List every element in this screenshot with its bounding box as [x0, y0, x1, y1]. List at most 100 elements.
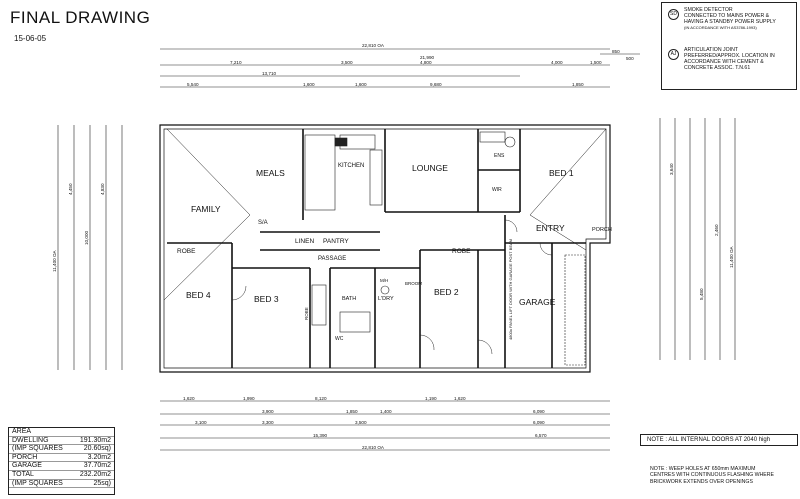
dim-bottom-row1: 1,620 — [454, 396, 466, 401]
dim-left-b: 4,830 — [100, 183, 105, 195]
legend-smoke-line: HAVING A STANDBY POWER SUPPLY — [684, 19, 776, 25]
area-row: PORCH 3.20m2 — [9, 453, 114, 462]
dim-top-right: 500 — [626, 56, 634, 61]
dim-bottom-row3: 6,090 — [533, 420, 545, 425]
dim-top-row1: 4,800 — [420, 60, 432, 65]
dim-bottom-mid: 15,390 — [313, 433, 327, 438]
area-label: DWELLING — [12, 436, 49, 444]
dim-bottom-row1: 8,120 — [315, 396, 327, 401]
area-label: (IMP SQUARES — [12, 445, 63, 453]
room-broom: BROOM — [405, 281, 422, 286]
dim-right-c: 2,460 — [714, 224, 719, 236]
internal-doors-note: NOTE : ALL INTERNAL DOORS AT 2040 high — [640, 434, 798, 446]
room-bed3: BED 3 — [254, 294, 279, 304]
dim-right-b: 5,480 — [699, 288, 704, 300]
room-pantry: PANTRY — [323, 238, 349, 245]
dim-top-row2: 1,850 — [572, 82, 584, 87]
room-meals: MEALS — [256, 168, 285, 178]
legend-joint-line: CONCRETE ASSOC. T.N.61 — [684, 65, 751, 71]
dim-left-a: 4,450 — [68, 183, 73, 195]
dim-bottom-row2: 3,900 — [262, 409, 274, 414]
area-row: DWELLING 191.30m2 — [9, 436, 114, 445]
area-label: PORCH — [12, 453, 38, 461]
dim-bottom-row3: 3,500 — [355, 420, 367, 425]
area-value: 3.20m2 — [87, 453, 111, 461]
dim-top-mid: 13,710 — [262, 71, 276, 76]
drawing-date: 15-06-05 — [14, 34, 47, 43]
room-passage: PASSAGE — [318, 256, 346, 262]
legend-joint-line: ARTICULATION JOINT — [684, 47, 738, 53]
room-kitchen: KITCHEN — [338, 163, 364, 169]
area-row: (IMP SQUARES 20.60sq) — [9, 445, 114, 454]
dim-bottom-row1: 1,190 — [425, 396, 437, 401]
area-row: TOTAL 232.20m2 — [9, 470, 114, 480]
dim-top-row1: 3,500 — [341, 60, 353, 65]
weep-line: CENTRES WITH CONTINUOUS FLASHING WHERE — [650, 472, 774, 479]
room-entry: ENTRY — [536, 223, 565, 233]
area-value — [72, 428, 114, 436]
legend-smoke: SMOKE DETECTOR CONNECTED TO MAINS POWER … — [684, 7, 794, 31]
dim-top-row2: 9,680 — [430, 82, 442, 87]
dim-bottom-row3: 3,300 — [262, 420, 274, 425]
legend-smoke-line: SMOKE DETECTOR — [684, 7, 733, 13]
area-value: 20.60sq) — [83, 445, 111, 453]
dim-top-row2: 5,540 — [187, 82, 199, 87]
legend-smoke-line: CONNECTED TO MAINS POWER & — [684, 13, 770, 19]
dim-top-row2: 1,600 — [355, 82, 367, 87]
room-lounge: LOUNGE — [412, 163, 448, 173]
area-schedule: AREA DWELLING 191.30m2 (IMP SQUARES 20.60s… — [8, 427, 115, 495]
dim-left-overall: 11,400 OA — [52, 249, 57, 272]
dim-right-a: 3,640 — [669, 163, 674, 175]
room-robe-right: ROBE — [452, 248, 471, 255]
room-mh: M/H — [380, 278, 388, 283]
dim-right-overall: 11,400 OA — [729, 245, 734, 268]
dim-bottom-overall: 22,810 OA — [362, 445, 385, 450]
weep-line: BRICKWORK EXTENDS OVER OPENINGS — [650, 478, 753, 485]
weep-line: NOTE : WEEP HOLES AT 650mm MAXIMUM — [650, 466, 756, 472]
dim-left-c: 10,000 — [84, 231, 89, 245]
room-bed4: BED 4 — [186, 290, 211, 300]
garage-door-label: 4800x PANEL LIFT DOOR WITH GARAGE POST B… — [508, 239, 513, 340]
area-label: (IMP SQUARES — [12, 479, 63, 487]
legend-joint-line: PREFERRED/APPROX. LOCATION IN — [684, 53, 775, 59]
legend-joint-line: ACCORDANCE WITH CEMENT & — [684, 59, 764, 65]
dim-bottom-row3: 3,100 — [195, 420, 207, 425]
dim-top-row1: 1,500 — [590, 60, 602, 65]
room-ens: ENS — [494, 153, 505, 159]
room-wir: WIR — [492, 187, 502, 193]
room-robe-bed3: ROBE — [304, 307, 309, 320]
dim-top-overall: 22,810 OA — [362, 43, 385, 48]
dim-bottom-row1: 1,620 — [183, 396, 195, 401]
room-garage: GARAGE — [519, 297, 556, 307]
room-bath: BATH — [342, 296, 356, 302]
area-value: 25sq) — [93, 479, 111, 487]
area-label: AREA — [12, 428, 32, 435]
dim-top-partial: 21,990 — [420, 55, 434, 60]
area-value: 232.20m2 — [79, 470, 111, 478]
drawing-title: FINAL DRAWING — [10, 8, 151, 27]
area-value: 37.70m2 — [83, 462, 111, 470]
room-porch: PORCH — [592, 227, 612, 233]
dim-bottom-row2: 1,400 — [380, 409, 392, 414]
room-bed1: BED 1 — [549, 168, 574, 178]
room-family: FAMILY — [191, 204, 221, 214]
area-label: TOTAL — [12, 470, 34, 478]
dim-top-right: 850 — [612, 49, 620, 54]
smoke-detector-icon: SD — [668, 9, 679, 20]
legend-box: SD SMOKE DETECTOR CONNECTED TO MAINS POW… — [661, 2, 797, 90]
articulation-joint-icon: AJ — [668, 49, 679, 60]
area-row: AREA — [9, 428, 114, 437]
room-robe-left: ROBE — [177, 248, 196, 255]
room-linen: LINEN — [295, 238, 314, 245]
legend-smoke-line: (IN ACCORDANCE WITH AS3786-1993) — [684, 25, 757, 30]
room-wc: WC — [335, 336, 344, 342]
legend-joint: ARTICULATION JOINT PREFERRED/APPROX. LOC… — [684, 47, 794, 71]
dim-top-row1: 7,210 — [230, 60, 242, 65]
dim-top-row1: 4,000 — [551, 60, 563, 65]
room-sa: S/A — [258, 220, 268, 226]
weep-holes-note: NOTE : WEEP HOLES AT 650mm MAXIMUM CENTR… — [650, 466, 800, 485]
area-value: 191.30m2 — [79, 436, 111, 444]
dim-bottom-row2: 6,090 — [533, 409, 545, 414]
